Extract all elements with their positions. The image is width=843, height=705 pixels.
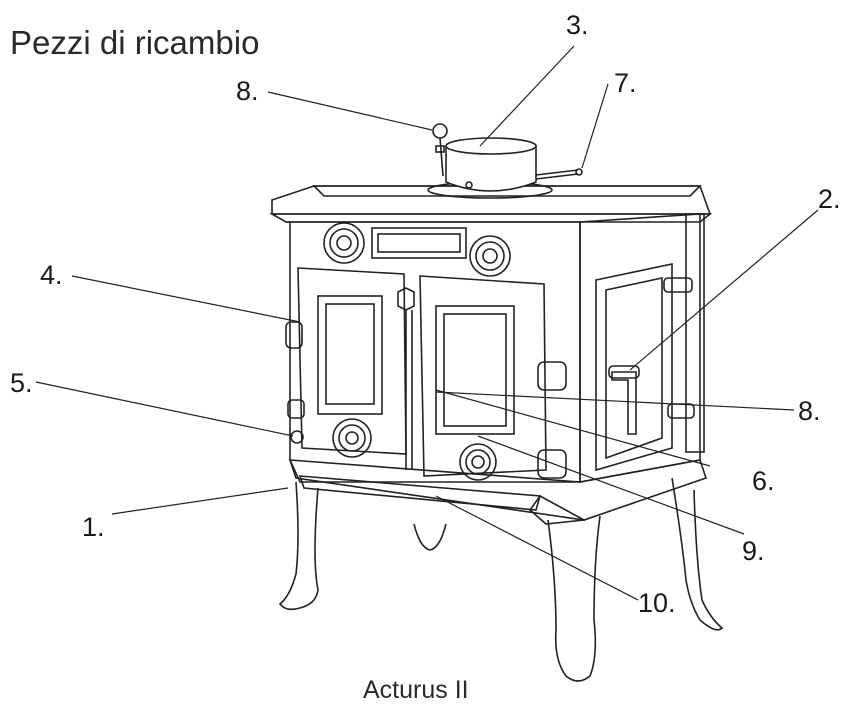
- leader-lines: [35, 45, 819, 601]
- leader-6: [435, 389, 711, 467]
- callout-8-top: 8.: [236, 76, 259, 106]
- leader-2: [629, 209, 819, 371]
- right-door-panel: [435, 305, 515, 435]
- ash-pan: [298, 475, 542, 511]
- leader-7: [581, 83, 609, 169]
- callout-3: 3.: [566, 10, 589, 40]
- callout-4: 4.: [40, 260, 63, 290]
- leader-4: [71, 275, 301, 323]
- door-latch: [397, 287, 415, 311]
- side-door-handle: [611, 371, 637, 435]
- air-knob: [290, 430, 304, 444]
- base-plate: [288, 459, 708, 521]
- damper-rod: [535, 169, 579, 176]
- top-left-roundel: [323, 222, 365, 264]
- right-door: [419, 275, 547, 477]
- leader-8-right: [435, 391, 795, 411]
- callout-6: 6.: [752, 466, 775, 496]
- callout-5: 5.: [10, 368, 33, 398]
- name-plate: [371, 227, 467, 259]
- left-door-roundel: [332, 418, 372, 458]
- leader-1: [111, 487, 289, 515]
- callout-8-right: 8.: [798, 396, 821, 426]
- side-flue: [685, 213, 705, 453]
- left-door-panel: [317, 295, 383, 415]
- leader-3: [479, 45, 575, 147]
- leader-8-top: [267, 91, 433, 131]
- top-plate: [271, 185, 712, 215]
- leader-9: [477, 435, 745, 535]
- callout-9: 9.: [742, 536, 765, 566]
- top-right-roundel: [469, 235, 511, 277]
- callout-7: 7.: [614, 68, 637, 98]
- side-door: [595, 263, 673, 472]
- flue-collar: [445, 145, 537, 192]
- top-knob-stem: [439, 137, 444, 177]
- callout-2: 2.: [818, 184, 841, 214]
- rear-right-leg: [671, 477, 724, 631]
- side-frame: [579, 213, 701, 483]
- top-knob: [432, 123, 448, 139]
- callout-1: 1.: [82, 512, 105, 542]
- leader-10: [435, 495, 639, 601]
- callout-10: 10.: [638, 588, 676, 618]
- diagram-title: Pezzi di ricambio: [10, 24, 260, 61]
- model-caption: Acturus II: [363, 676, 469, 704]
- front-right-leg: [547, 515, 601, 682]
- front-frame: [286, 221, 581, 483]
- leader-5: [35, 381, 294, 437]
- front-left-leg: [278, 481, 319, 611]
